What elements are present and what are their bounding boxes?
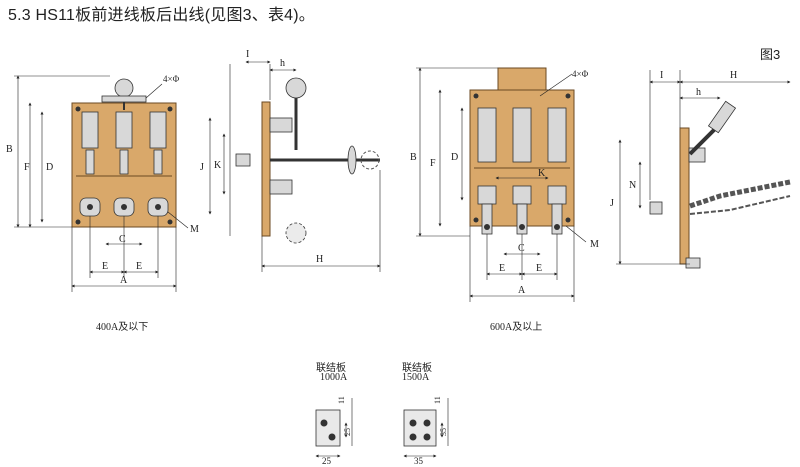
dim-c-right: C	[518, 243, 525, 254]
front-view-400a	[14, 75, 189, 292]
dim-f-left: F	[24, 162, 30, 173]
link2-rating: 1500A	[402, 372, 430, 383]
side-view-600a	[616, 70, 791, 269]
link2-title: 联结板	[402, 363, 432, 374]
dim-n-right: N	[629, 180, 636, 191]
pole-2	[113, 111, 135, 217]
dim-k-left: K	[214, 160, 222, 171]
link1-rating: 1000A	[320, 372, 348, 383]
dim-d-left: D	[46, 162, 53, 173]
dim-i-left: I	[246, 49, 249, 60]
side-view-400a	[208, 60, 381, 272]
link1-dim-top: 11	[337, 396, 346, 404]
dim-f-right: F	[430, 158, 436, 169]
dim-j-right: J	[610, 198, 614, 209]
pole-2-600a	[512, 107, 532, 235]
link-plate-1500a	[403, 398, 449, 458]
section-heading: 5.3 HS11板前进线板后出线(见图3、表4)。	[8, 7, 315, 24]
link1-title: 联结板	[316, 363, 346, 374]
front-view-600a	[416, 67, 587, 302]
dim-b-left: B	[6, 144, 13, 155]
link2-dim-bottom: 35	[414, 456, 424, 466]
dim-b-right: B	[410, 152, 417, 163]
dim-a-right: A	[518, 285, 526, 296]
pole-3-600a	[547, 107, 567, 235]
caption-400a: 400A及以下	[96, 322, 149, 333]
figure-label: 图3	[760, 47, 781, 62]
dim-h-small-left: h	[280, 58, 285, 69]
dim-e2-left: E	[136, 261, 142, 272]
hole-note-left: 4×Φ	[163, 74, 180, 84]
pole-1	[79, 111, 101, 217]
dim-i-right: I	[660, 70, 663, 81]
link2-dim-side: 35	[439, 428, 448, 436]
dim-e1-right: E	[499, 263, 505, 274]
hole-note-right: 4×Φ	[572, 69, 589, 79]
dim-m-left: M	[190, 224, 199, 235]
dim-j-left: J	[200, 162, 204, 173]
pole-1-600a	[477, 107, 497, 235]
dim-a-left: A	[120, 275, 128, 286]
link1-dim-bottom: 25	[322, 456, 332, 466]
link1-dim-side: 25	[343, 428, 352, 436]
caption-600a: 600A及以上	[490, 322, 543, 333]
dim-h-right: H	[730, 70, 737, 81]
link-plate-1000a	[315, 398, 353, 458]
dim-e2-right: E	[536, 263, 542, 274]
dim-h-left: H	[316, 254, 323, 265]
pole-3	[147, 111, 169, 217]
dim-c-left: C	[119, 234, 126, 245]
handle-knob	[114, 78, 134, 98]
dim-e1-left: E	[102, 261, 108, 272]
dim-h-small-right: h	[696, 87, 701, 98]
dim-k-right: K	[538, 168, 546, 179]
side-handle-knob	[285, 77, 307, 99]
dim-d-right: D	[451, 152, 458, 163]
link2-dim-top: 11	[433, 396, 442, 404]
dim-m-right: M	[590, 239, 599, 250]
